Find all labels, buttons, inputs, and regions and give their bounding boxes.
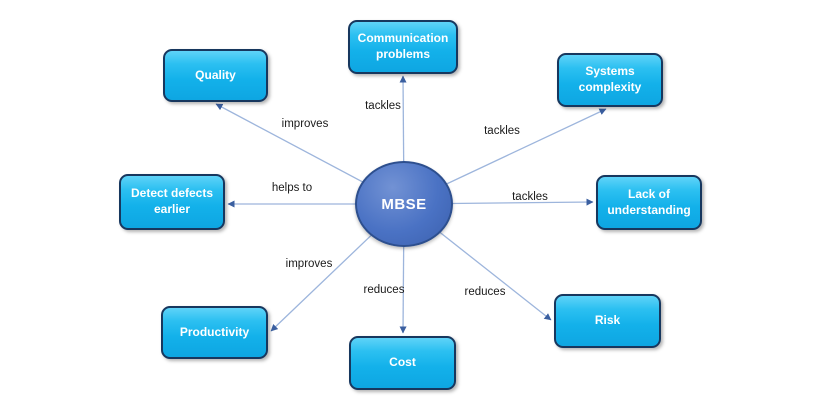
edge-label-reduces-risk: reduces — [464, 286, 506, 298]
node-label: Quality — [195, 67, 236, 82]
node-systems-complexity: Systems complexity — [557, 53, 663, 107]
center-node-label: MBSE — [381, 195, 427, 213]
edge-label-tackles-lack: tackles — [512, 191, 548, 203]
edge-label-tackles-systems: tackles — [484, 125, 520, 137]
node-cost: Cost — [349, 336, 456, 390]
edge-label-reduces-cost: reduces — [363, 284, 405, 296]
node-label: Cost — [389, 355, 416, 370]
node-productivity: Productivity — [161, 306, 268, 359]
node-lack-of-understanding: Lack of understanding — [596, 175, 702, 230]
node-communication-problems: Communication problems — [348, 20, 458, 74]
node-label: Risk — [594, 313, 621, 328]
node-label: Communication problems — [357, 31, 449, 61]
node-risk: Risk — [554, 294, 661, 348]
node-label: Lack of understanding — [607, 186, 691, 217]
edge-label-improves-quality: improves — [281, 118, 329, 130]
edge-label-tackles-communication: tackles — [365, 100, 401, 112]
center-node-mbse: MBSE — [355, 161, 453, 247]
node-quality: Quality — [163, 49, 268, 102]
node-label: Systems complexity — [578, 64, 642, 94]
node-label: Productivity — [179, 324, 250, 339]
edge-label-improves-productivity: improves — [285, 258, 333, 270]
edge-label-helps-to-detect: helps to — [271, 182, 313, 194]
node-detect-defects-earlier: Detect defects earlier — [119, 174, 225, 230]
node-label: Detect defects earlier — [130, 186, 214, 216]
